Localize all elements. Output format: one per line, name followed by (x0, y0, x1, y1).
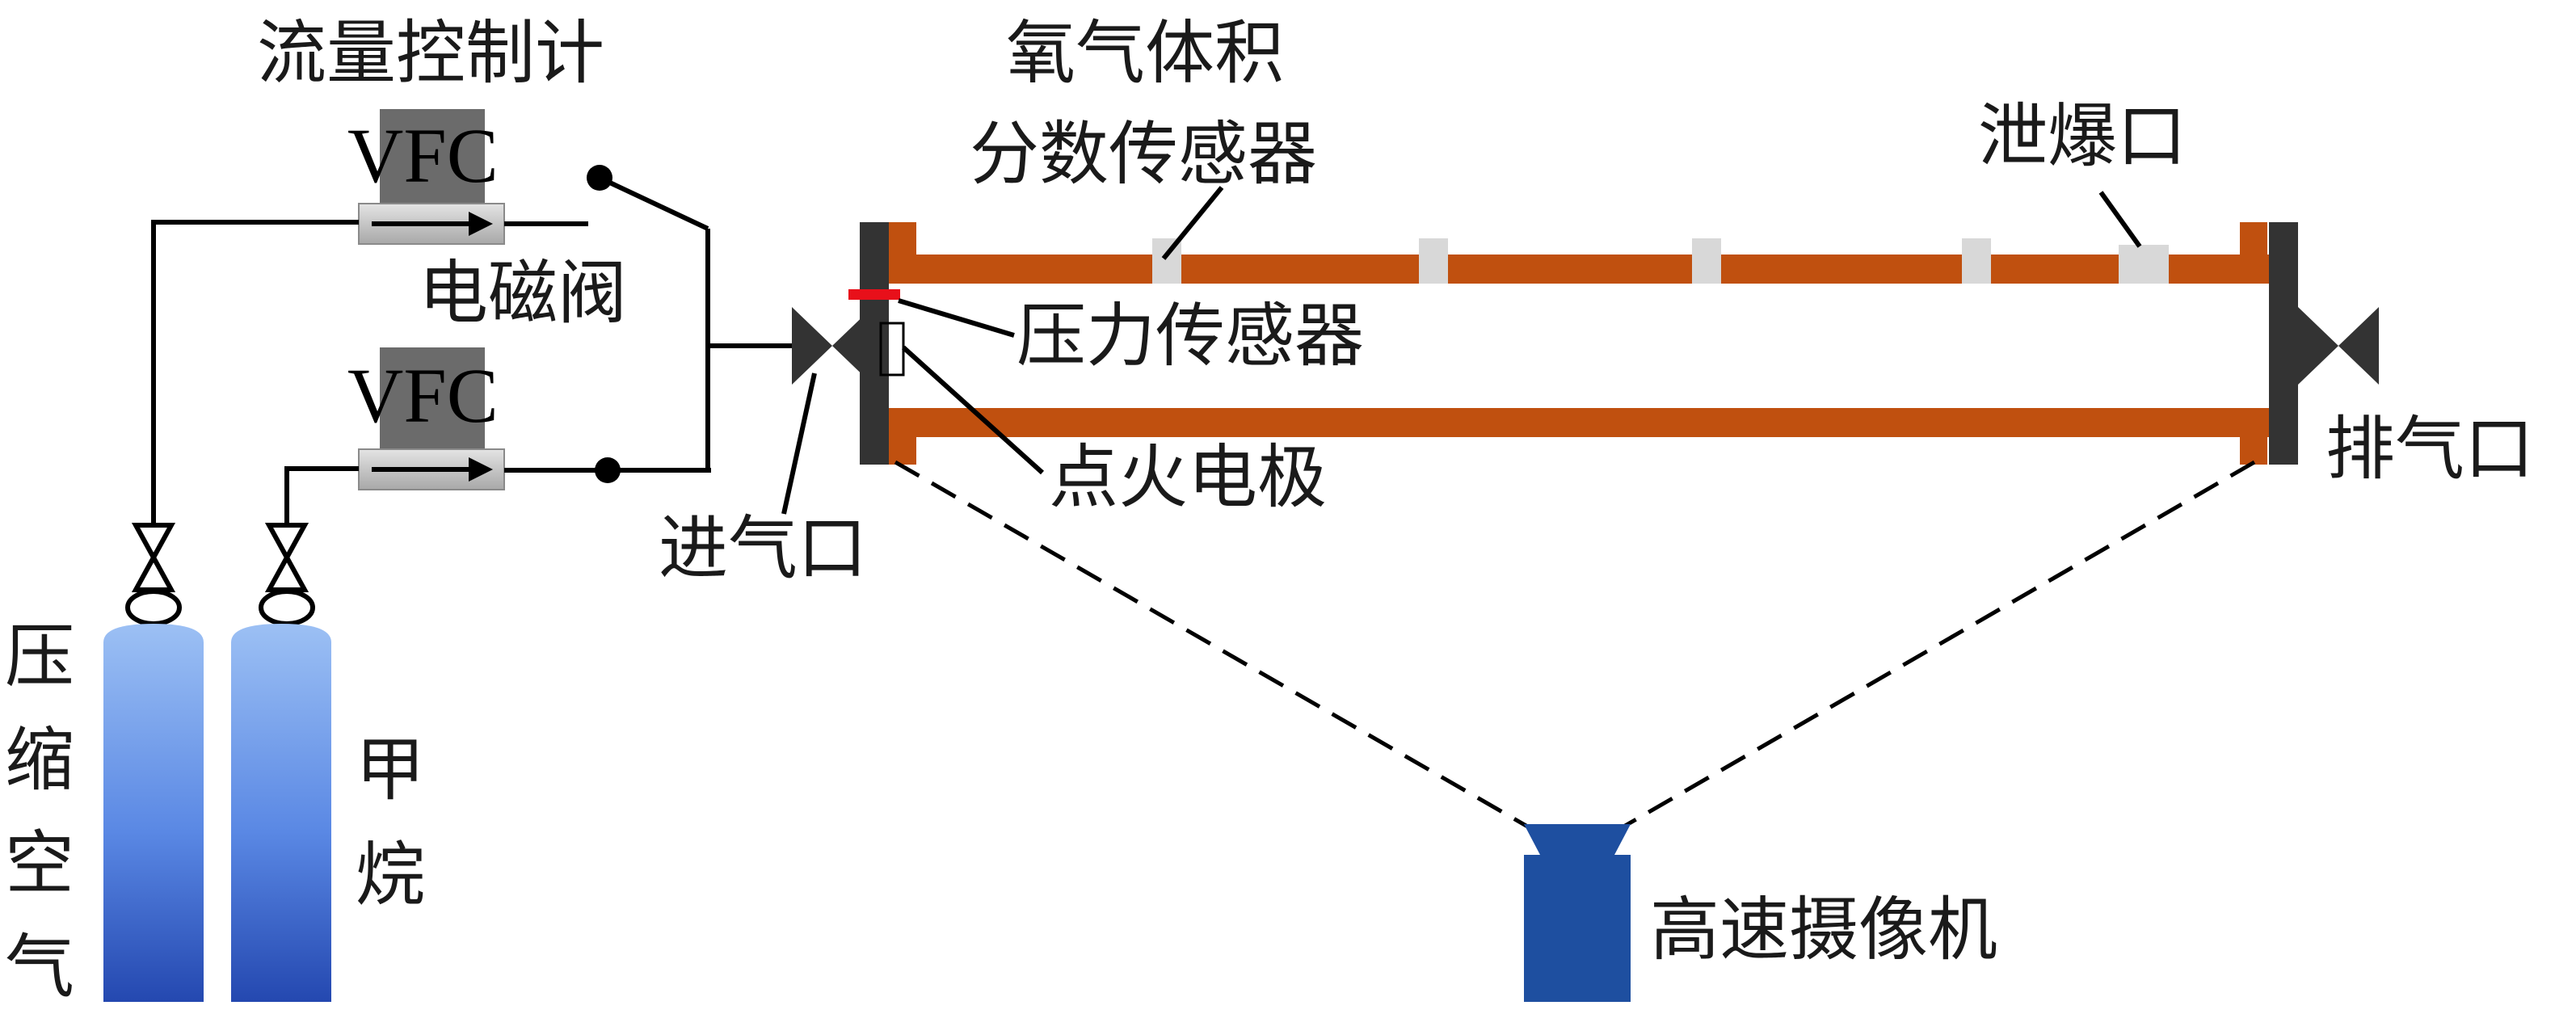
svg-text:压: 压 (5, 616, 74, 697)
camera-field-of-view (894, 460, 2256, 843)
solenoid-valve-label: 电磁阀 (419, 253, 627, 334)
explosion-tube (860, 222, 2298, 465)
exhaust-valve (2298, 307, 2379, 385)
gas-lines (151, 175, 800, 557)
vfc-bottom: VFC (347, 347, 505, 490)
methane-cylinder (231, 624, 331, 1002)
switch-contact-top (587, 165, 612, 191)
svg-text:气: 气 (5, 927, 74, 1008)
oxygen-sensor-ports (1152, 238, 1991, 284)
pressure-sensor-label: 压力传感器 (1017, 296, 1364, 377)
methane-label: 甲 烷 (356, 730, 425, 915)
vent-label: 泄爆口 (1978, 96, 2187, 177)
compressed-air-label: 压 缩 空 气 (5, 616, 74, 1008)
switch-contact-bottom (595, 457, 621, 483)
vfc-top-label: VFC (347, 112, 499, 199)
vfc-top: VFC (347, 109, 505, 245)
svg-text:烷: 烷 (356, 835, 425, 915)
pressure-sensor-mark (848, 289, 900, 300)
high-speed-camera-label: 高速摄像机 (1650, 890, 1997, 970)
vent-port (2119, 245, 2169, 284)
svg-text:缩: 缩 (5, 720, 74, 801)
high-speed-camera (1524, 824, 1631, 1002)
inlet-label: 进气口 (659, 508, 867, 589)
exhaust-label: 排气口 (2326, 409, 2534, 490)
vfc-bottom-label: VFC (347, 352, 499, 439)
oxygen-sensor-label-line1: 氧气体积 (1006, 13, 1284, 94)
flow-controller-label: 流量控制计 (257, 13, 604, 94)
methane-cylinder-valve (259, 523, 315, 626)
svg-text:甲: 甲 (356, 730, 425, 810)
ignition-electrode-label: 点火电极 (1049, 437, 1327, 518)
compressed-air-cylinder (103, 624, 204, 1002)
oxygen-sensor-label-line2: 分数传感器 (970, 114, 1317, 195)
svg-text:空: 空 (5, 823, 74, 904)
air-cylinder-valve (125, 523, 182, 626)
